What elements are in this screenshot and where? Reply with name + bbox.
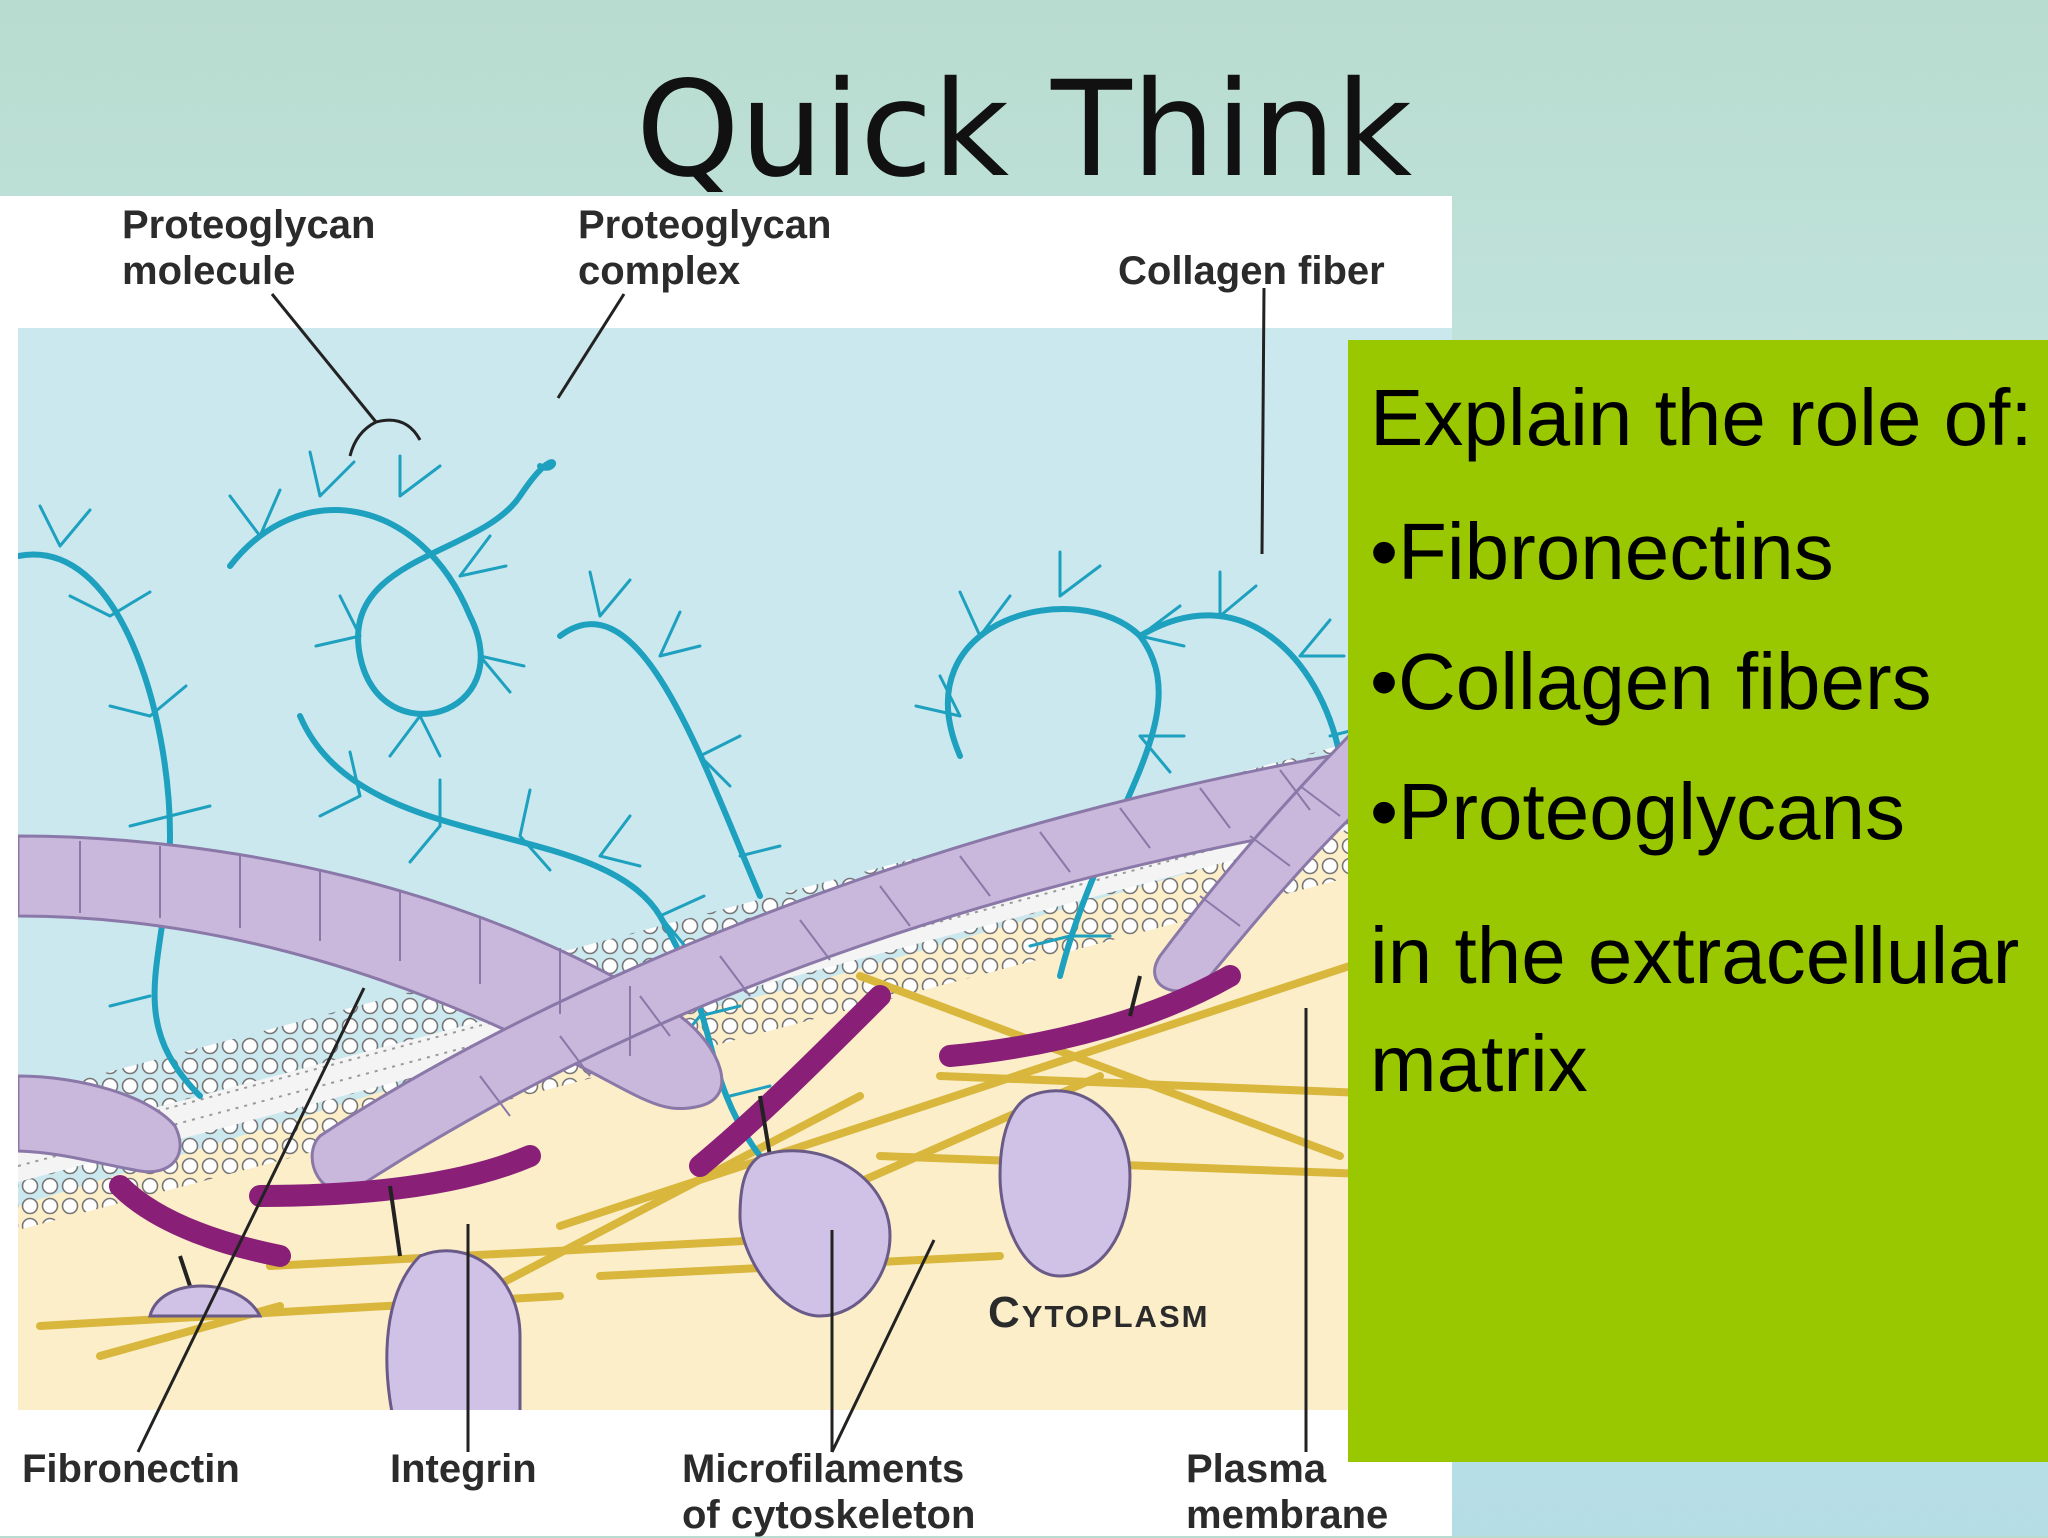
question-box: Explain the role of: •Fibronectins •Coll… bbox=[1348, 340, 2048, 1462]
label-integrin: Integrin bbox=[390, 1447, 537, 1491]
microfilaments bbox=[36, 952, 1444, 1360]
integrin-1 bbox=[148, 1284, 263, 1318]
integrins bbox=[148, 1089, 1132, 1410]
collagen-fiber-left-short bbox=[18, 1074, 182, 1174]
integrin-4 bbox=[998, 1089, 1132, 1278]
question-item: •Proteoglycans bbox=[1370, 767, 1905, 856]
label-plasma-membrane: Plasma membrane bbox=[1186, 1447, 1389, 1537]
question-tail: in the extracellular matrix bbox=[1370, 911, 2020, 1108]
label-proteoglycan-molecule: Proteoglycan molecule bbox=[122, 203, 376, 293]
question-intro: Explain the role of: bbox=[1370, 373, 2033, 462]
label-proteoglycan-complex: Proteoglycan complex bbox=[578, 203, 832, 293]
ecm-diagram: Proteoglycan molecule Proteoglycan compl… bbox=[0, 196, 1452, 1537]
label-collagen-fiber: Collagen fiber bbox=[1118, 249, 1385, 293]
fibronectin-molecules bbox=[109, 965, 1241, 1267]
question-item: •Collagen fibers bbox=[1370, 637, 1932, 726]
linkers bbox=[178, 975, 1142, 1287]
ecm-illustration bbox=[18, 287, 1452, 1453]
leader-lines bbox=[136, 287, 1308, 1453]
label-cytoplasm: Cytoplasm bbox=[988, 1288, 1210, 1337]
label-fibronectin: Fibronectin bbox=[22, 1447, 240, 1491]
label-microfilaments: Microfilaments of cytoskeleton bbox=[682, 1447, 976, 1537]
question-item: •Fibronectins bbox=[1370, 507, 1834, 596]
slide-title: Quick Think bbox=[635, 53, 1413, 207]
collagen-bands bbox=[79, 725, 1401, 1117]
integrin-3 bbox=[738, 1149, 892, 1318]
integrin-2 bbox=[385, 1249, 522, 1410]
